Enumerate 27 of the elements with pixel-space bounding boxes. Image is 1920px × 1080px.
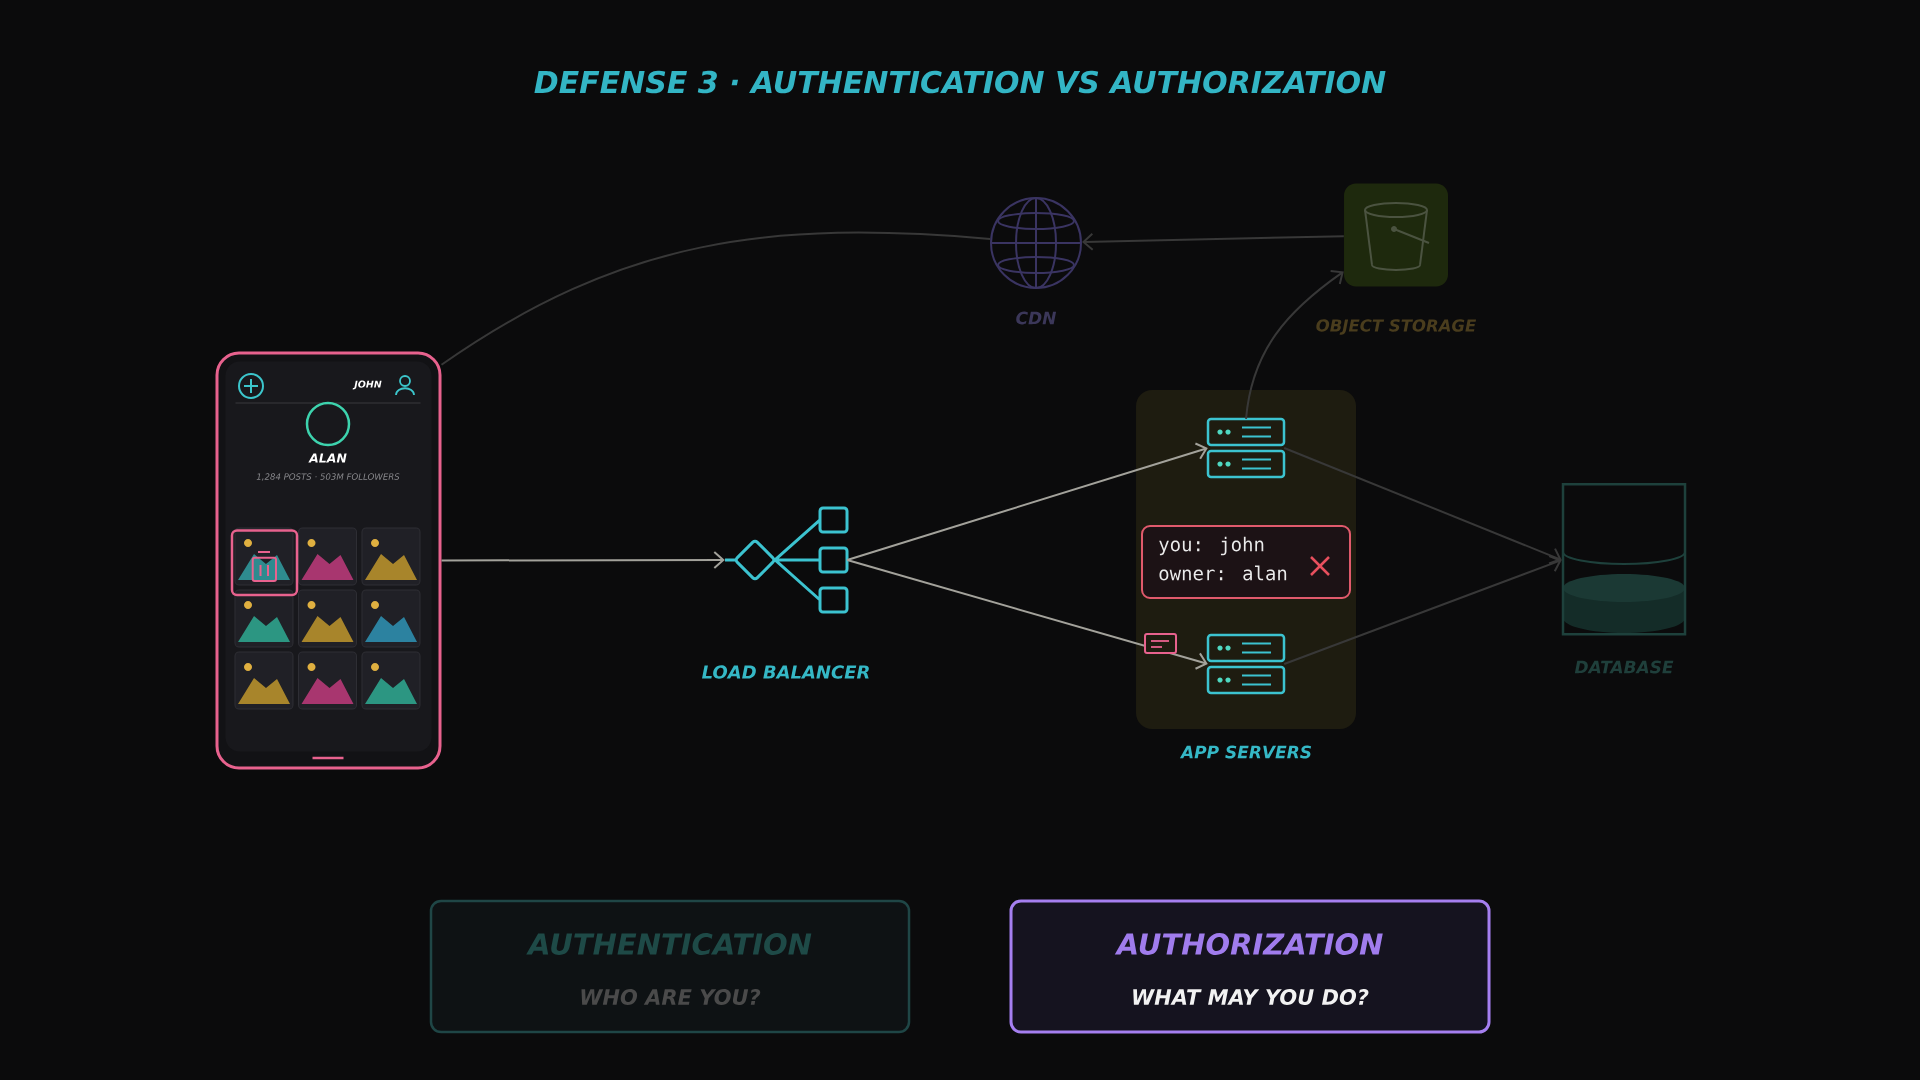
profile-name: ALAN [308, 453, 347, 463]
node-label: OBJECT STORAGE [1316, 319, 1477, 335]
ownership-check-card [1141, 525, 1351, 599]
server-icon [1206, 633, 1286, 695]
card-title: AUTHENTICATION [526, 933, 812, 955]
card-subtitle: WHO ARE YOU? [581, 989, 761, 1005]
connector-line [440, 231, 992, 366]
concept-card [429, 899, 911, 1034]
concept-card [1009, 899, 1491, 1034]
node-label: CDN [1016, 311, 1057, 325]
arrow [1283, 555, 1562, 665]
arrow [1082, 232, 1345, 251]
arrow [440, 551, 725, 569]
diagram-title: DEFENSE 3 · AUTHENTICATION VS AUTHORIZATION [534, 70, 1386, 94]
server-icon [1206, 417, 1286, 479]
group-label: APP SERVERS [1179, 745, 1312, 759]
arrow [1283, 447, 1562, 565]
card-title: AUTHORIZATION [1114, 933, 1383, 955]
username-label: JOHN [352, 380, 382, 390]
code-text: you: john [1159, 536, 1264, 556]
code-text: owner: alan [1159, 565, 1287, 581]
arrow [1245, 269, 1344, 420]
node-label: LOAD BALANCER [702, 665, 869, 679]
card-subtitle: WHAT MAY YOU DO? [1133, 989, 1369, 1005]
arrow [846, 442, 1208, 561]
profile-stats: 1,284 POSTS · 503M FOLLOWERS [256, 473, 400, 481]
arrow [846, 559, 1208, 670]
